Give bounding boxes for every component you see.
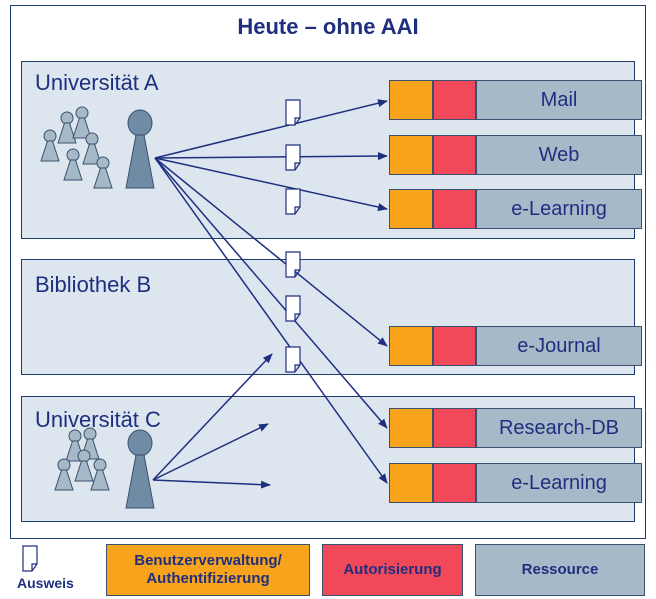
resource-bar-elearning-a: e-Learning — [389, 189, 642, 229]
resource-label: Mail — [476, 80, 642, 120]
auth-segment — [389, 135, 433, 175]
autorisierung-segment — [433, 135, 476, 175]
auth-segment — [389, 80, 433, 120]
legend-ausweis-icon — [22, 545, 38, 572]
autorisierung-segment — [433, 189, 476, 229]
autorisierung-segment — [433, 408, 476, 448]
autorisierung-segment — [433, 463, 476, 503]
autorisierung-segment — [433, 80, 476, 120]
arrow-a-web — [154, 152, 388, 161]
arrow-a-elearning-c — [154, 157, 388, 484]
arrow-c-mid — [152, 423, 269, 481]
user-icon-c — [125, 429, 155, 509]
resource-bar-mail: Mail — [389, 80, 642, 120]
arrow-a-research-db — [154, 157, 388, 429]
arrow-a-mail — [154, 99, 388, 159]
resource-bar-ejournal: e-Journal — [389, 326, 642, 366]
legend-autorisierung: Autorisierung — [322, 544, 463, 596]
section-label-c: Universität C — [35, 407, 161, 432]
auth-segment — [389, 326, 433, 366]
user-group-icon-a — [40, 106, 113, 189]
auth-segment — [389, 189, 433, 229]
ausweis-icon — [285, 188, 301, 215]
arrow-a-ejournal — [154, 157, 388, 347]
section-label-a: Universität A — [35, 70, 159, 95]
resource-bar-web: Web — [389, 135, 642, 175]
diagram-title: Heute – ohne AAI — [237, 14, 419, 39]
resource-label: e-Journal — [476, 326, 642, 366]
resource-label: e-Learning — [476, 189, 642, 229]
section-label-b: Bibliothek B — [35, 272, 152, 297]
resource-bar-elearning-c: e-Learning — [389, 463, 642, 503]
autorisierung-segment — [433, 326, 476, 366]
legend-ausweis-label: Ausweis — [17, 575, 74, 591]
ausweis-icon — [285, 295, 301, 322]
resource-label: Web — [476, 135, 642, 175]
legend-benutzerverwaltung: Benutzerverwaltung/ Authentifizierung — [106, 544, 310, 596]
user-icon-a — [125, 109, 155, 189]
ausweis-icon — [285, 99, 301, 126]
auth-segment — [389, 463, 433, 503]
ausweis-icon — [285, 144, 301, 171]
arrow-a-elearning — [154, 157, 388, 211]
ausweis-icon — [285, 346, 301, 373]
ausweis-icon — [285, 251, 301, 278]
resource-label: e-Learning — [476, 463, 642, 503]
auth-segment — [389, 408, 433, 448]
resource-label: Research-DB — [476, 408, 642, 448]
resource-bar-research-db: Research-DB — [389, 408, 642, 448]
arrow-c-bibliothek — [152, 353, 273, 481]
arrow-c-low — [152, 479, 271, 489]
legend-ressource: Ressource — [475, 544, 645, 596]
user-group-icon-c — [54, 427, 110, 491]
